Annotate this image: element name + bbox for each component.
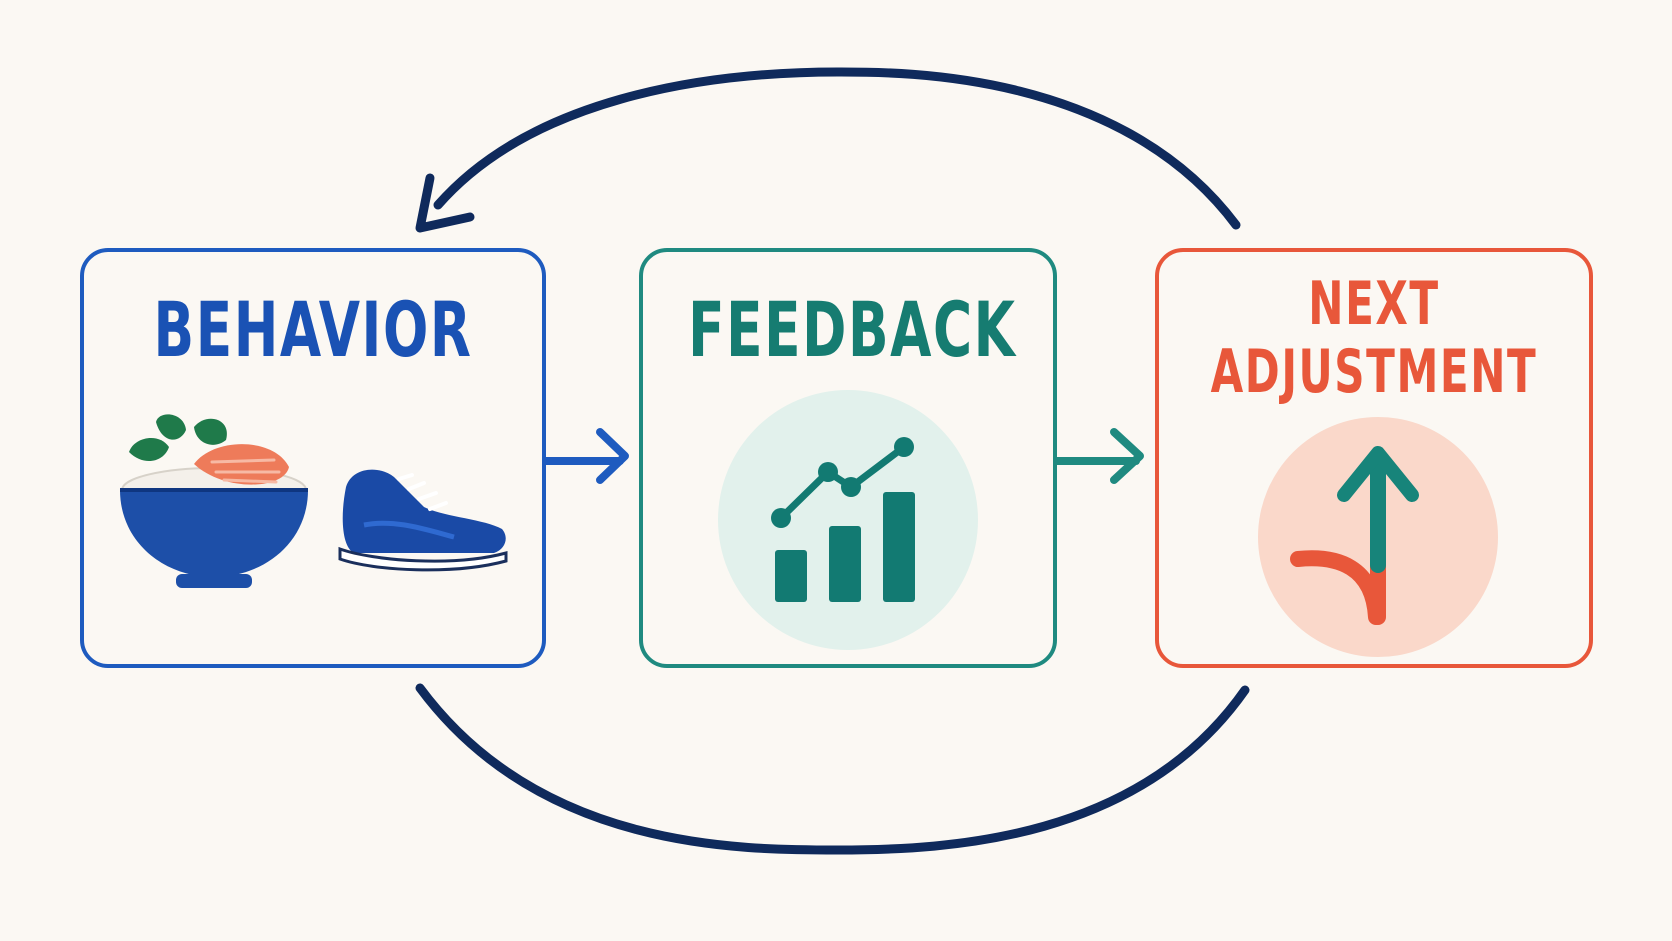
- feedback-step-box: FEEDBACK: [639, 248, 1057, 668]
- behavior-title: BEHAVIOR: [153, 285, 473, 374]
- top-loop-arrowhead: [415, 173, 475, 233]
- sneaker-icon: [338, 469, 508, 572]
- arrowhead-behavior-to-feedback: [596, 428, 629, 484]
- behavior-step-box: BEHAVIOR: [80, 248, 546, 668]
- adjustment-step-box: NEXT ADJUSTMENT: [1155, 248, 1593, 668]
- turn-up-arrow-icon: [1258, 417, 1498, 657]
- feedback-title: FEEDBACK: [688, 285, 1017, 374]
- arrowhead-feedback-to-adjust: [1110, 428, 1144, 484]
- food-bowl-icon: [120, 414, 308, 588]
- top-loop-arc: [433, 67, 1241, 230]
- bar-line-chart-icon: [718, 390, 978, 650]
- bottom-loop-arc: [415, 683, 1250, 855]
- adjustment-title-line1: NEXT: [1308, 269, 1440, 339]
- adjustment-title-line2: ADJUSTMENT: [1210, 337, 1538, 407]
